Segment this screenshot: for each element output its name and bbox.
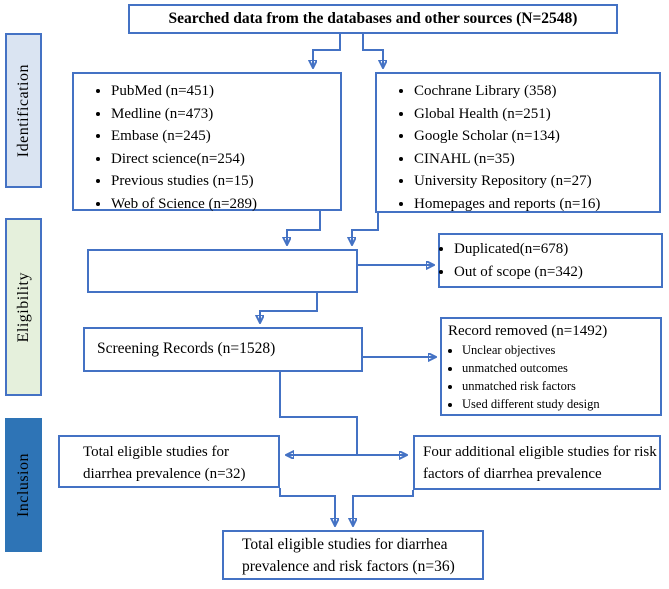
- list-item: unmatched risk factors: [462, 377, 656, 395]
- screening-records-box: Screening Records (n=1528): [83, 327, 363, 372]
- stage-inclusion: Inclusion: [5, 418, 42, 552]
- searched-data-box: Searched data from the databases and oth…: [128, 4, 618, 34]
- stage-identification-label: Identification: [14, 63, 32, 158]
- stage-inclusion-label: Inclusion: [14, 452, 32, 518]
- right-sources-list: Cochrane Library (358) Global Health (n=…: [377, 80, 659, 215]
- stage-eligibility: Eligibility: [5, 218, 42, 396]
- records-removed-title: Record removed (n=1492): [448, 323, 608, 339]
- list-item: unmatched outcomes: [462, 359, 656, 377]
- list-item: Cochrane Library (358): [414, 80, 659, 103]
- list-item: PubMed (n=451): [111, 80, 340, 103]
- searched-data-text: Searched data from the databases and oth…: [168, 9, 578, 27]
- eligible-prevalence-box: Total eligible studies for diarrhea prev…: [58, 435, 280, 488]
- left-sources-box: PubMed (n=451) Medline (n=473) Embase (n…: [72, 72, 342, 212]
- records-removed-box: Record removed (n=1492) Unclear objectiv…: [440, 317, 662, 416]
- eligible-risk-factors-text: Four additional eligible studies for ris…: [423, 444, 657, 482]
- list-item: Homepages and reports (n=16): [414, 193, 659, 216]
- final-total-box: Total eligible studies for diarrhea prev…: [222, 530, 484, 580]
- list-item: Direct science(n=254): [111, 148, 340, 171]
- list-item: Medline (n=473): [111, 103, 340, 126]
- eligible-risk-factors-box: Four additional eligible studies for ris…: [413, 435, 661, 490]
- list-item: Unclear objectives: [462, 341, 656, 359]
- eligible-prevalence-text: Total eligible studies for diarrhea prev…: [83, 444, 246, 482]
- list-item: CINAHL (n=35): [414, 148, 659, 171]
- list-item: Embase (n=245): [111, 125, 340, 148]
- list-item: Google Scholar (n=134): [414, 125, 659, 148]
- list-item: Duplicated(n=678): [454, 238, 661, 261]
- screening-records-text: Screening Records (n=1528): [97, 340, 276, 358]
- list-item: Global Health (n=251): [414, 103, 659, 126]
- left-sources-list: PubMed (n=451) Medline (n=473) Embase (n…: [74, 80, 340, 215]
- stage-identification: Identification: [5, 33, 42, 188]
- list-item: Used different study design: [462, 395, 656, 413]
- list-item: Out of scope (n=342): [454, 261, 661, 284]
- merged-records-box: [87, 249, 358, 293]
- records-removed-list: Unclear objectives unmatched outcomes un…: [448, 341, 656, 413]
- list-item: Previous studies (n=15): [111, 170, 340, 193]
- excluded-duplicates-list: Duplicated(n=678) Out of scope (n=342): [440, 238, 661, 284]
- list-item: University Repository (n=27): [414, 170, 659, 193]
- final-total-text: Total eligible studies for diarrhea prev…: [242, 536, 455, 575]
- stage-eligibility-label: Eligibility: [14, 271, 32, 343]
- excluded-duplicates-box: Duplicated(n=678) Out of scope (n=342): [438, 233, 663, 288]
- list-item: Web of Science (n=289): [111, 193, 340, 216]
- right-sources-box: Cochrane Library (358) Global Health (n=…: [375, 72, 661, 213]
